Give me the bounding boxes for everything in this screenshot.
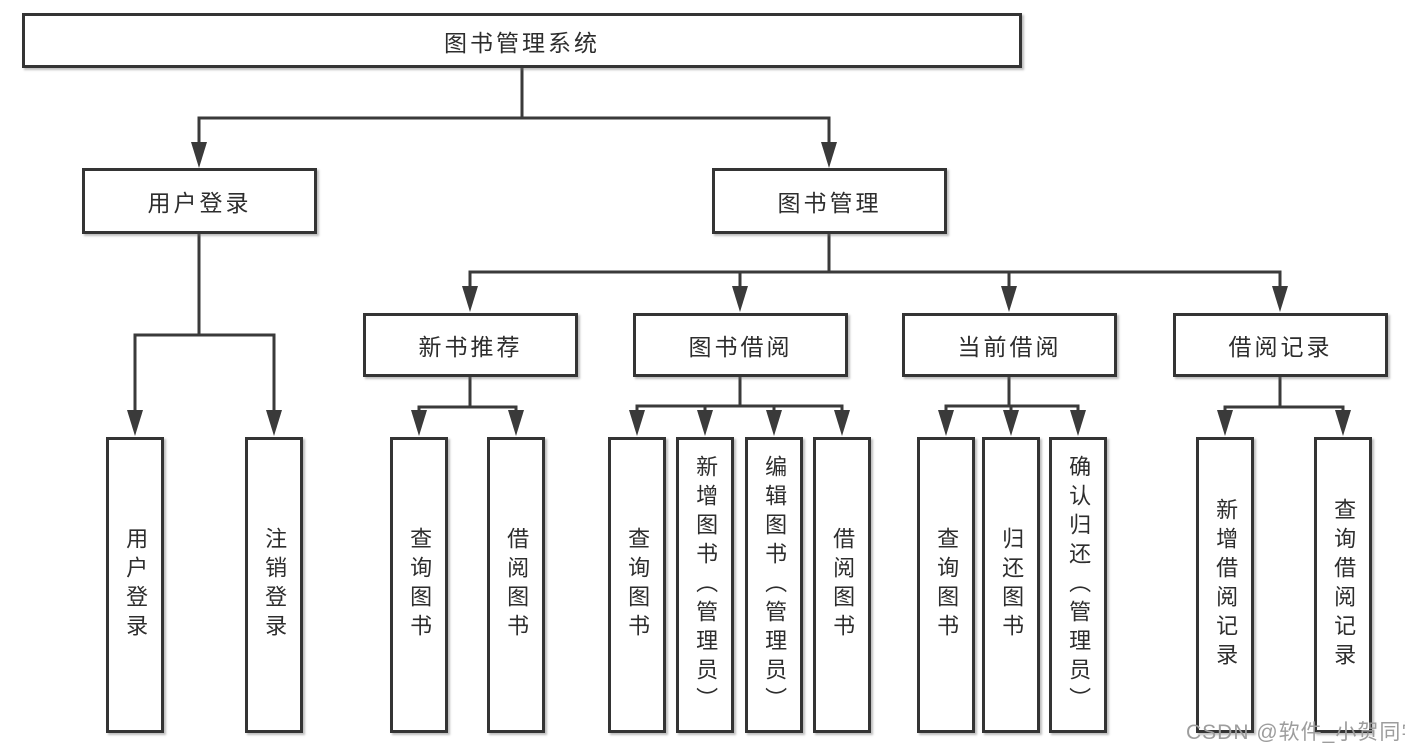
- leaf-query-books-recommend: 查询图书: [390, 437, 448, 733]
- leaf-label: 编辑图书（管理员）: [762, 454, 788, 716]
- leaf-label: 注销登录: [262, 527, 288, 643]
- arrow-icon: [191, 142, 207, 168]
- node-label: 当前借阅: [957, 334, 1062, 360]
- arrow-icon: [766, 410, 782, 436]
- arrow-icon: [697, 410, 713, 436]
- leaf-logout: 注销登录: [245, 437, 303, 733]
- connector-book-borrowing-children: [635, 375, 844, 414]
- leaf-user-login: 用户登录: [106, 437, 164, 733]
- connector-book-management-children: [468, 232, 1282, 290]
- arrow-icon: [1217, 410, 1233, 436]
- node-current-borrowing: 当前借阅: [902, 313, 1117, 377]
- leaf-confirm-return-admin: 确认归还（管理员）: [1049, 437, 1107, 733]
- arrow-icon: [732, 286, 748, 312]
- node-new-book-recommendation: 新书推荐: [363, 313, 578, 377]
- arrow-icon: [266, 410, 282, 436]
- arrow-icon: [938, 410, 954, 436]
- leaf-query-borrow-record: 查询借阅记录: [1314, 437, 1372, 733]
- node-label: 用户登录: [147, 190, 252, 216]
- leaf-return-book: 归还图书: [982, 437, 1040, 733]
- connector-user-login-children: [133, 232, 276, 414]
- arrow-icon: [508, 410, 524, 436]
- arrow-icon: [1070, 410, 1086, 436]
- arrow-icon: [411, 410, 427, 436]
- leaf-add-borrow-record: 新增借阅记录: [1196, 437, 1254, 733]
- leaf-label: 查询借阅记录: [1331, 498, 1357, 672]
- leaf-label: 新增借阅记录: [1213, 498, 1239, 672]
- arrow-icon: [1003, 410, 1019, 436]
- arrow-icon: [462, 286, 478, 312]
- leaf-borrow-books-recommend: 借阅图书: [487, 437, 545, 733]
- leaf-query-books-borrowing: 查询图书: [608, 437, 666, 733]
- node-book-borrowing: 图书借阅: [633, 313, 848, 377]
- leaf-label: 归还图书: [999, 527, 1025, 643]
- node-borrowing-records: 借阅记录: [1173, 313, 1388, 377]
- leaf-label: 查询图书: [407, 527, 433, 643]
- node-library-system: 图书管理系统: [22, 13, 1022, 68]
- leaf-label: 用户登录: [123, 527, 149, 643]
- leaf-edit-book-admin: 编辑图书（管理员）: [745, 437, 803, 733]
- connector-current-borrowing-children: [944, 375, 1080, 414]
- arrow-icon: [834, 410, 850, 436]
- node-label: 图书管理: [777, 190, 882, 216]
- node-label: 新书推荐: [418, 334, 523, 360]
- csdn-watermark: CSDN @软件_小贺同学: [1186, 721, 1405, 744]
- arrow-icon: [1335, 410, 1351, 436]
- arrow-icon: [1272, 286, 1288, 312]
- leaf-label: 借阅图书: [504, 527, 530, 643]
- leaf-label: 查询图书: [934, 527, 960, 643]
- leaf-label: 确认归还（管理员）: [1066, 454, 1092, 716]
- leaf-label: 借阅图书: [830, 527, 856, 643]
- node-book-management: 图书管理: [712, 168, 947, 234]
- leaf-borrow-books-borrowing: 借阅图书: [813, 437, 871, 733]
- connector-borrowing-records-children: [1223, 375, 1345, 414]
- node-label: 图书借阅: [688, 334, 793, 360]
- arrow-icon: [1001, 286, 1017, 312]
- node-user-login: 用户登录: [82, 168, 317, 234]
- leaf-add-book-admin: 新增图书（管理员）: [676, 437, 734, 733]
- arrowheads: [127, 142, 1351, 436]
- connector-root-to-level2: [197, 66, 831, 146]
- node-label: 借阅记录: [1228, 334, 1333, 360]
- leaf-label: 查询图书: [625, 527, 651, 643]
- leaf-query-books-current: 查询图书: [917, 437, 975, 733]
- arrow-icon: [821, 142, 837, 168]
- node-label: 图书管理系统: [444, 29, 600, 56]
- arrow-icon: [127, 410, 143, 436]
- connector-new-book-children: [417, 375, 518, 414]
- leaf-label: 新增图书（管理员）: [693, 454, 719, 716]
- arrow-icon: [629, 410, 645, 436]
